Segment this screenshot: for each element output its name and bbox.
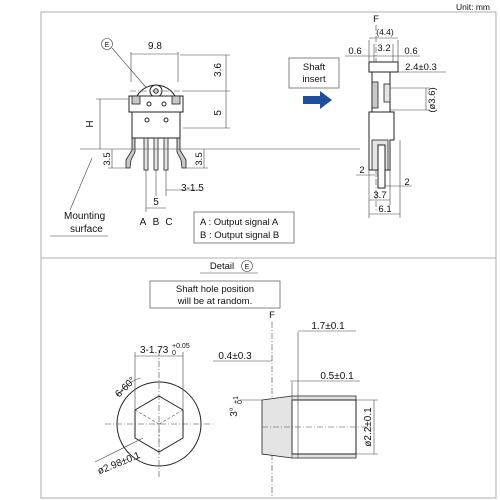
dim-3-1-73: 3-1.73 (140, 345, 169, 356)
dim-2-right: 2 (404, 177, 409, 188)
front-view: E 9.8 H 3. (50, 38, 360, 244)
dim-2-4: 2.4±0.3 (405, 62, 437, 73)
dim-3deg-tol-lower: 0 (237, 400, 244, 404)
detail-circled-e-label: E (245, 264, 250, 271)
dim-1-7: 1.7±0.1 (311, 321, 345, 332)
dim-dia-2-2: ø2.2±0.1 (363, 407, 374, 447)
detail-title: Detail (210, 261, 234, 272)
dim-0-5: 0.5±0.1 (320, 371, 354, 382)
dim-4-4: (4.4) (376, 27, 394, 37)
shaft-note-line-2: will be at random. (177, 296, 252, 307)
hex-radial (158, 409, 184, 425)
body-tab (131, 95, 141, 105)
side-f-label: F (373, 14, 379, 25)
dim-6-60: 6-60° (113, 375, 138, 400)
dim-3-6: 3.6 (213, 63, 224, 77)
dim-3-1-73-tol-upper: +0.05 (172, 343, 190, 350)
body-hole (146, 101, 152, 107)
shaft-insert-line-2: insert (302, 74, 326, 85)
shaft-insert-line-1: Shaft (303, 62, 326, 73)
lower-hole (144, 117, 150, 123)
circled-e-label: E (105, 42, 110, 49)
leader-mounting (69, 157, 93, 211)
shaft-insert-box (288, 57, 340, 89)
mounting-leg-right (176, 137, 187, 169)
dim-3-7: 3.7 (373, 190, 386, 201)
unit-label: Unit: mm (456, 2, 490, 12)
pin-label-c: C (165, 217, 172, 228)
dim-3-1-73-tol-lower: 0 (172, 350, 176, 357)
detail-f-label: F (269, 310, 275, 321)
legend-b: B : Output signal B (200, 230, 279, 241)
drawing-frame (40, 11, 497, 499)
right-arrow-icon (303, 91, 332, 109)
side-top-flange (368, 61, 399, 73)
signal-legend-box (193, 211, 295, 244)
side-view: F (4.4) 0.6 3.2 0.6 2.4±0.3 (ø3.6) 2 (345, 14, 446, 218)
detail-section: Detail E Shaft hole position will be at … (94, 260, 378, 498)
side-shaft-detail (383, 83, 391, 103)
lower-hole (163, 117, 169, 123)
dim-3-5-right: 3.5 (194, 152, 205, 165)
mounting-leg-left (125, 137, 136, 169)
dim-dia-2-98: ø2.98±0.1 (96, 450, 142, 477)
encoder-lower-body (131, 111, 181, 139)
body-tab (171, 95, 181, 105)
side-shaft-hatch (371, 81, 379, 109)
dim-9-8: 9.8 (148, 41, 162, 52)
pin-label-b: B (153, 217, 160, 228)
dim-0-6-right: 0.6 (404, 46, 417, 57)
dim-3-2: 3.2 (377, 43, 390, 54)
dim-5-right: 5 (213, 110, 224, 116)
hex-radial (134, 409, 160, 425)
pin-c (163, 137, 169, 171)
dim-0-4: 0.4±0.3 (218, 351, 252, 362)
leader-dia-2-98 (94, 437, 144, 463)
dim-6-1: 6.1 (378, 204, 391, 215)
dim-3-1-5: 3-1.5 (181, 183, 204, 194)
mounting-label-2: surface (70, 224, 103, 235)
dim-3deg-tol-upper: +1 (233, 396, 240, 404)
side-pin (377, 144, 386, 189)
dim-5-bottom: 5 (153, 197, 159, 208)
dim-2-left: 2 (359, 165, 364, 176)
dim-3deg: 3° (229, 407, 240, 417)
shaft-side-bore (291, 399, 357, 455)
pin-a (143, 137, 149, 171)
circled-e-marker (101, 38, 113, 50)
dim-h: H (85, 120, 96, 127)
shaft-note-line-1: Shaft hole position (176, 284, 254, 295)
dim-3-5-left: 3.5 (102, 152, 113, 165)
body-hole (161, 101, 167, 107)
pin-label-a: A (140, 217, 147, 228)
legend-a: A : Output signal A (200, 217, 279, 228)
detail-circled-e (241, 260, 253, 272)
angle-arc (116, 377, 141, 397)
dim-dia-3-6: (ø3.6) (427, 87, 438, 112)
pin-b (153, 137, 159, 171)
mounting-label-1: Mounting (64, 211, 105, 222)
shaft-note-box (149, 280, 281, 309)
dim-0-6-left: 0.6 (348, 46, 361, 57)
